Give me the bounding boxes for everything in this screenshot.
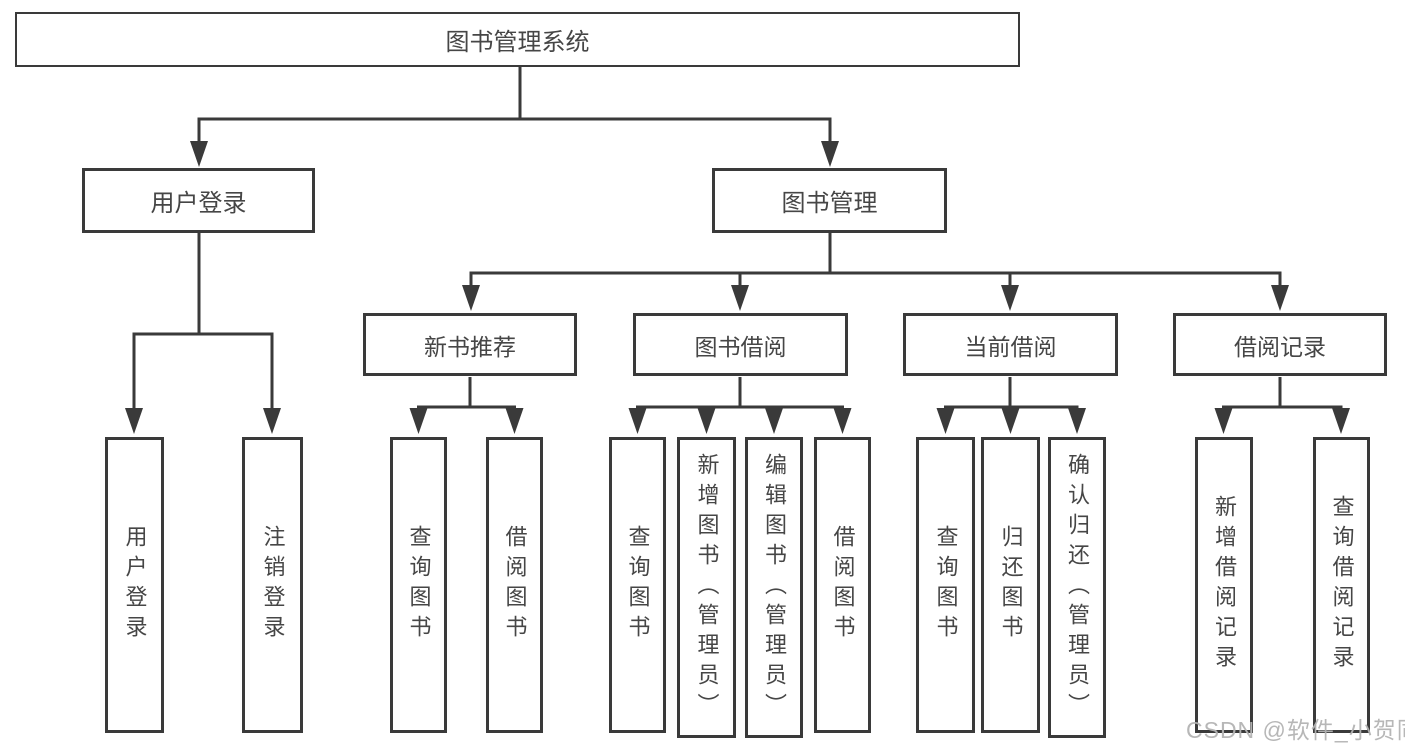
arrow-down-icon [125,408,143,434]
arrow-down-icon [697,408,716,434]
arrow-down-icon [936,408,955,434]
leaf-query-books-2: 查询图书 [609,437,666,733]
arrow-down-icon [1001,285,1019,311]
arrow-down-icon [1214,408,1233,434]
node-label: 图书管理系统 [445,29,590,56]
connector-current-borrow-to-leaves [936,377,1086,434]
leaf-edit-books-admin: 编辑图书（管理员） [745,437,803,738]
leaf-label: 确认归还（管理员） [1065,452,1090,723]
csdn-watermark: CSDN @软件_小贺同学 [1186,717,1405,743]
leaf-borrow-books-1: 借阅图书 [486,437,543,733]
node-label: 当前借阅 [964,333,1057,360]
arrow-down-icon [1068,408,1086,434]
arrow-down-icon [1332,408,1350,434]
node-new-book-recommend: 新书推荐 [363,313,577,376]
leaf-label: 编辑图书（管理员） [762,452,787,723]
node-label: 新书推荐 [424,333,516,360]
node-borrow-records: 借阅记录 [1173,313,1387,376]
leaf-user-login: 用户登录 [105,437,164,733]
leaf-label: 注销登录 [260,525,286,645]
node-label: 图书借阅 [694,333,787,360]
leaf-borrow-books-2: 借阅图书 [814,437,871,733]
leaf-label: 查询借阅记录 [1329,495,1355,675]
leaf-label: 新增图书（管理员） [694,452,720,723]
node-book-management: 图书管理 [712,168,947,233]
arrow-down-icon [765,408,783,434]
connector-book-borrow-to-leaves [628,377,852,434]
leaf-add-borrow-record: 新增借阅记录 [1195,437,1253,733]
leaf-query-books-3: 查询图书 [916,437,975,733]
connector-root-to-level2 [190,67,839,167]
arrow-down-icon [1001,408,1020,434]
connector-book-management-to-level3 [462,233,1289,311]
leaf-label: 借阅图书 [830,525,856,645]
leaf-confirm-return-admin: 确认归还（管理员） [1048,437,1106,738]
leaf-label: 借阅图书 [502,525,528,645]
leaf-label: 用户登录 [122,525,148,645]
connector-user-login-to-leaves [125,233,281,434]
leaf-add-books-admin: 新增图书（管理员） [677,437,736,738]
leaf-label: 查询图书 [406,525,432,645]
leaf-logout: 注销登录 [242,437,303,733]
arrow-down-icon [505,408,524,434]
node-user-login: 用户登录 [82,168,315,233]
arrow-down-icon [833,408,852,434]
arrow-down-icon [462,285,480,311]
arrow-down-icon [190,141,208,167]
connector-new-book-to-leaves [409,377,524,434]
arrow-down-icon [409,408,428,434]
arrow-down-icon [263,408,281,434]
node-label: 用户登录 [150,190,247,217]
leaf-label: 查询图书 [933,525,959,645]
node-root-system: 图书管理系统 [15,12,1020,67]
leaf-query-borrow-record: 查询借阅记录 [1313,437,1370,733]
node-current-borrowing: 当前借阅 [903,313,1118,376]
leaf-label: 查询图书 [625,525,651,645]
arrow-down-icon [628,408,647,434]
leaf-label: 归还图书 [998,525,1024,645]
arrow-down-icon [731,285,749,311]
node-book-borrowing: 图书借阅 [633,313,848,376]
node-label: 图书管理 [781,190,878,217]
arrow-down-icon [821,141,839,167]
leaf-query-books-1: 查询图书 [390,437,447,733]
arrow-down-icon [1271,285,1289,311]
connector-borrow-record-to-leaves [1214,377,1350,434]
node-label: 借阅记录 [1234,333,1326,360]
leaf-return-books: 归还图书 [981,437,1040,733]
leaf-label: 新增借阅记录 [1212,495,1237,675]
